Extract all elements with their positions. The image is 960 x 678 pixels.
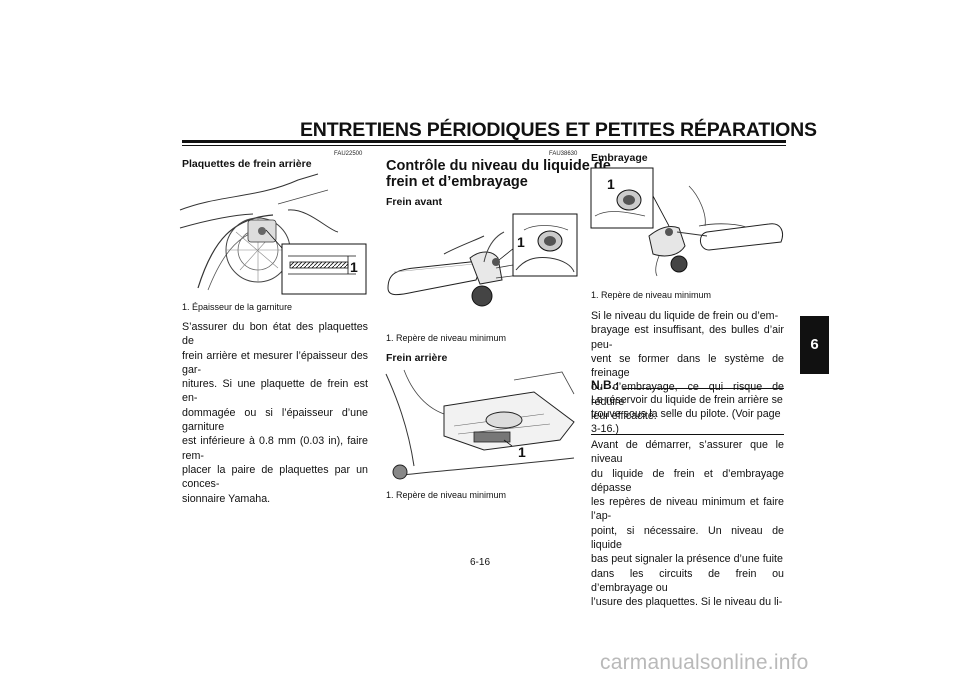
body-line: nitures. Si une plaquette de frein est e…	[182, 378, 368, 405]
body-line: est inférieure à 0.8 mm (0.03 in), faire…	[182, 435, 368, 462]
body-line: frein arrière et mesurer l’épaisseur des…	[182, 349, 368, 376]
nb-rule	[623, 388, 784, 389]
figure-caption: 1. Épaisseur de la garniture	[182, 302, 293, 312]
nb-end-rule	[591, 434, 784, 435]
figure-callout-1: 1	[607, 176, 615, 192]
body-line: Le réservoir du liquide de frein arrière…	[591, 394, 783, 406]
body-line: Si le niveau du liquide de frein ou d’em…	[591, 310, 779, 322]
rear-brake-reservoir-illustration	[385, 369, 575, 480]
body-line: trouve sous la selle du pilote. (Voir pa…	[591, 408, 781, 421]
body-line: vent se former dans le système de freina…	[591, 352, 784, 380]
figure-callout-1: 1	[518, 444, 526, 460]
section-code: FAU38630	[549, 151, 578, 157]
body-line: bas peut signaler la présence d’une fuit…	[591, 553, 783, 566]
figure-caption: 1. Repère de niveau minimum	[386, 333, 507, 343]
body-line: l’usure des plaquettes. Si le niveau du …	[591, 596, 783, 609]
figure-caption: 1. Repère de niveau minimum	[591, 290, 712, 300]
rear-brake-pads-illustration	[179, 173, 367, 295]
body-text-col1: S’assurer du bon état des plaquettes de …	[182, 320, 368, 506]
header-rule-thin	[182, 145, 786, 146]
body-line: Avant de démarrer, s’assurer que le nive…	[591, 439, 784, 466]
body-line: dans les circuits de frein ou d’embrayag…	[591, 567, 784, 594]
clutch-reservoir-illustration	[590, 167, 783, 277]
page-header-title: ENTRETIENS PÉRIODIQUES ET PETITES RÉPARA…	[300, 119, 817, 141]
body-line: ou d’embrayage, ce qui risque de réduire	[591, 381, 784, 408]
page-number: 6-16	[469, 557, 490, 568]
body-line: 3-16.)	[591, 422, 619, 435]
body-line: du liquide de frein et d’embrayage dépas…	[591, 467, 784, 494]
figure-callout-1: 1	[517, 234, 525, 250]
subheading-clutch: Embrayage	[591, 152, 648, 164]
body-line: sionnaire Yamaha.	[182, 492, 271, 505]
body-line: dommagée ou si l’épaisseur d’une garnitu…	[182, 406, 368, 434]
body-text-col3-part2: Avant de démarrer, s’assurer que le nive…	[591, 438, 784, 610]
chapter-tab: 6	[800, 316, 829, 374]
header-rule	[182, 140, 786, 143]
section-code: FAU22500	[334, 151, 363, 157]
front-brake-reservoir-illustration	[387, 213, 578, 307]
body-text-col3-part1: Si le niveau du liquide de frein ou d’em…	[591, 309, 784, 423]
section-heading-line1: Contrôle du niveau du liquide de	[386, 158, 611, 174]
body-line: point, si nécessaire. Un niveau de liqui…	[591, 524, 784, 552]
body-line: S’assurer du bon état des plaquettes de	[182, 321, 368, 348]
subheading-front-brake: Frein avant	[386, 196, 443, 208]
figure-callout-1: 1	[350, 259, 358, 275]
section-heading-line2: frein et d’embrayage	[386, 174, 528, 190]
subheading-rear-brake: Frein arrière	[386, 352, 448, 364]
body-line: placer la paire de plaquettes par un con…	[182, 463, 368, 491]
body-line: brayage est insuffisant, des bulles d’ai…	[591, 324, 784, 351]
section-heading: Plaquettes de frein arrière	[182, 158, 312, 170]
figure-caption: 1. Repère de niveau minimum	[386, 490, 507, 500]
body-line: les repères de niveau minimum et faire l…	[591, 496, 784, 523]
nb-label: N.B.:	[591, 378, 619, 392]
nb-text: Le réservoir du liquide de frein arrière…	[591, 393, 784, 436]
body-line: leur efficacité.	[591, 410, 657, 423]
watermark: carmanualsonline.info	[600, 651, 809, 674]
